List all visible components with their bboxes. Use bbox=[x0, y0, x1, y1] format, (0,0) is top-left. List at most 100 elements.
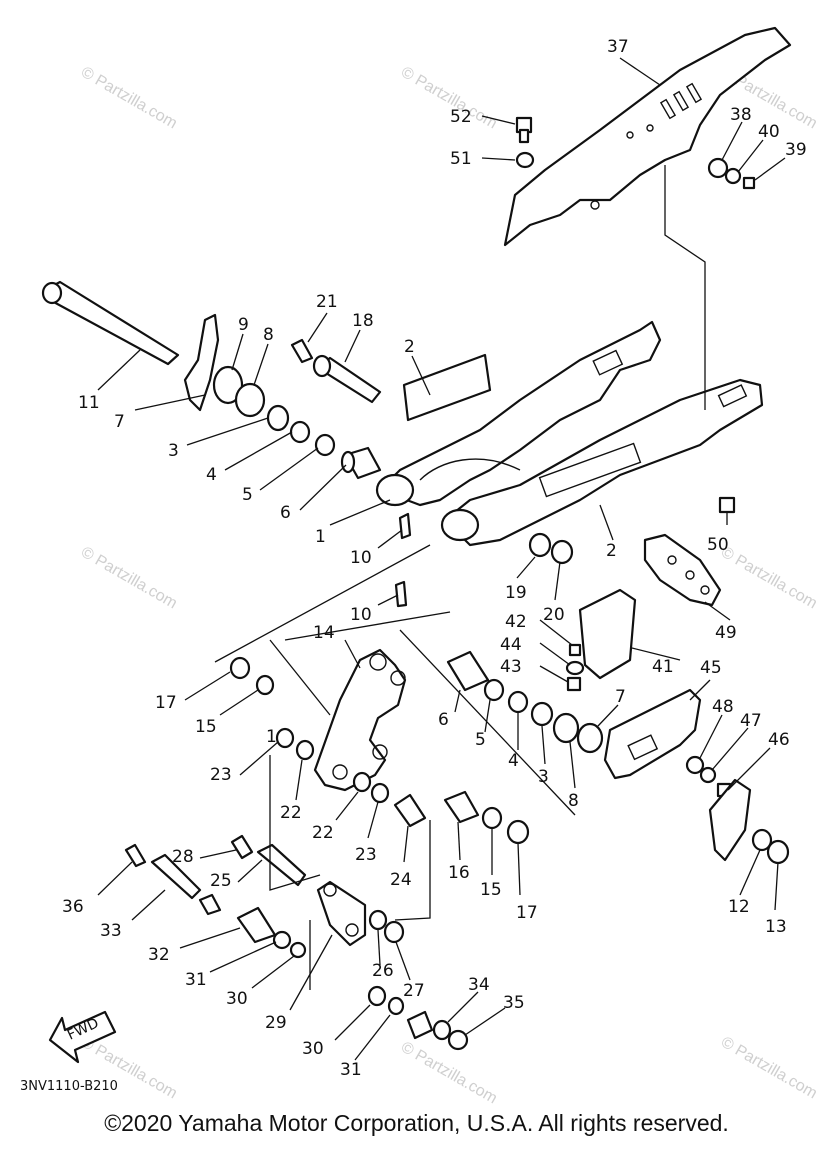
part-label: 26 bbox=[372, 961, 394, 981]
part-label: 10 bbox=[350, 548, 372, 568]
part-label: 23 bbox=[210, 765, 232, 785]
part-label: 42 bbox=[505, 612, 527, 632]
copyright-notice: ©2020 Yamaha Motor Corporation, U.S.A. A… bbox=[104, 1110, 729, 1136]
part-label: 25 bbox=[210, 871, 232, 891]
washer-4-right bbox=[507, 690, 529, 714]
part-label: 14 bbox=[313, 623, 335, 643]
part-label: 6 bbox=[280, 503, 291, 523]
part-label: 30 bbox=[226, 989, 248, 1009]
part-label: 22 bbox=[312, 823, 334, 843]
part-label: 39 bbox=[785, 140, 807, 160]
bearing-8 bbox=[234, 382, 266, 418]
part-label: 43 bbox=[500, 657, 522, 677]
bolt-50 bbox=[718, 496, 736, 514]
part-label: 34 bbox=[468, 975, 490, 995]
part-label: 20 bbox=[543, 605, 565, 625]
washer-4 bbox=[289, 420, 311, 444]
part-label: 19 bbox=[505, 583, 527, 603]
chain-case bbox=[503, 26, 792, 247]
bearing-3-right bbox=[530, 701, 554, 727]
part-label: 50 bbox=[707, 535, 729, 555]
part-label: 15 bbox=[195, 717, 217, 737]
part-label: 5 bbox=[242, 485, 253, 505]
fwd-arrow: FWD bbox=[48, 1010, 117, 1064]
guard-41 bbox=[578, 588, 637, 680]
part-label: 45 bbox=[700, 658, 722, 678]
part-label: 3 bbox=[538, 767, 549, 787]
parts-48-47-46 bbox=[685, 755, 732, 798]
part-label: 23 bbox=[355, 845, 377, 865]
part-label: 13 bbox=[765, 917, 787, 937]
part-label: 47 bbox=[740, 711, 762, 731]
collar-19 bbox=[528, 532, 552, 558]
part-label: 11 bbox=[78, 393, 100, 413]
bushings-32-31-30 bbox=[236, 906, 307, 959]
part-labels: 37 52 51 38 40 39 11 7 9 8 21 18 2 3 4 5… bbox=[62, 37, 807, 1080]
collar-51 bbox=[515, 151, 535, 169]
part-label: 12 bbox=[728, 897, 750, 917]
washer-38-40-39 bbox=[707, 157, 756, 190]
watermark-text: © Partzilla.com bbox=[398, 1039, 500, 1108]
watermark-text: © Partzilla.com bbox=[78, 64, 180, 133]
assembly-lines bbox=[214, 165, 706, 990]
collar-5 bbox=[314, 433, 336, 457]
chain-puller-45 bbox=[603, 688, 702, 780]
bolt-42-44-43 bbox=[565, 643, 585, 692]
part-label: 2 bbox=[404, 337, 415, 357]
part-label: 5 bbox=[475, 730, 486, 750]
bearing-8-right bbox=[552, 712, 580, 744]
part-label: 8 bbox=[263, 325, 274, 345]
part-label: 31 bbox=[185, 970, 207, 990]
bearing-3 bbox=[266, 404, 290, 432]
part-label: 24 bbox=[390, 870, 412, 890]
sticker-2 bbox=[402, 353, 492, 422]
bolts-28-25-36-33 bbox=[124, 834, 307, 916]
collars-30-31-lower bbox=[367, 985, 405, 1016]
part-label: 1 bbox=[315, 527, 326, 547]
part-label: 10 bbox=[350, 605, 372, 625]
nut-20 bbox=[550, 539, 574, 565]
part-label: 4 bbox=[508, 751, 519, 771]
part-label: 22 bbox=[280, 803, 302, 823]
part-label: 49 bbox=[715, 623, 737, 643]
watermark-text: © Partzilla.com bbox=[718, 1034, 820, 1103]
part-label: 37 bbox=[607, 37, 629, 57]
leader-lines bbox=[97, 57, 786, 1061]
part-label: 17 bbox=[516, 903, 538, 923]
part-label: 8 bbox=[568, 791, 579, 811]
part-label: 27 bbox=[403, 981, 425, 1001]
relay-arm-14 bbox=[313, 648, 407, 792]
part-label: 35 bbox=[503, 993, 525, 1013]
pivot-shaft bbox=[41, 280, 180, 366]
part-label: 28 bbox=[172, 847, 194, 867]
part-label: 18 bbox=[352, 311, 374, 331]
bushing-6-right bbox=[446, 650, 490, 692]
watermark-text: © Partzilla.com bbox=[398, 64, 500, 133]
part-label: 29 bbox=[265, 1013, 287, 1033]
part-label: 2 bbox=[606, 541, 617, 561]
right-bracket bbox=[708, 778, 752, 862]
oil-seal-9 bbox=[212, 365, 244, 405]
part-label: 38 bbox=[730, 105, 752, 125]
bolt-18 bbox=[312, 354, 382, 404]
part-label: 15 bbox=[480, 880, 502, 900]
part-label: 7 bbox=[615, 687, 626, 707]
part-label: 3 bbox=[168, 441, 179, 461]
swingarm bbox=[375, 320, 764, 547]
part-label: 41 bbox=[652, 657, 674, 677]
grease-nipple-10 bbox=[394, 512, 412, 608]
part-label: 32 bbox=[148, 945, 170, 965]
part-label: 17 bbox=[155, 693, 177, 713]
part-label: 48 bbox=[712, 697, 734, 717]
part-label: 30 bbox=[302, 1039, 324, 1059]
part-label: 51 bbox=[450, 149, 472, 169]
part-label: 7 bbox=[114, 412, 125, 432]
parts-34-35 bbox=[406, 1010, 469, 1051]
part-label: 1 bbox=[266, 727, 277, 747]
washers-26-27 bbox=[368, 909, 405, 944]
bushing-6 bbox=[340, 446, 382, 480]
part-label: 52 bbox=[450, 107, 472, 127]
seal-7-right bbox=[576, 722, 604, 754]
part-label: 33 bbox=[100, 921, 122, 941]
